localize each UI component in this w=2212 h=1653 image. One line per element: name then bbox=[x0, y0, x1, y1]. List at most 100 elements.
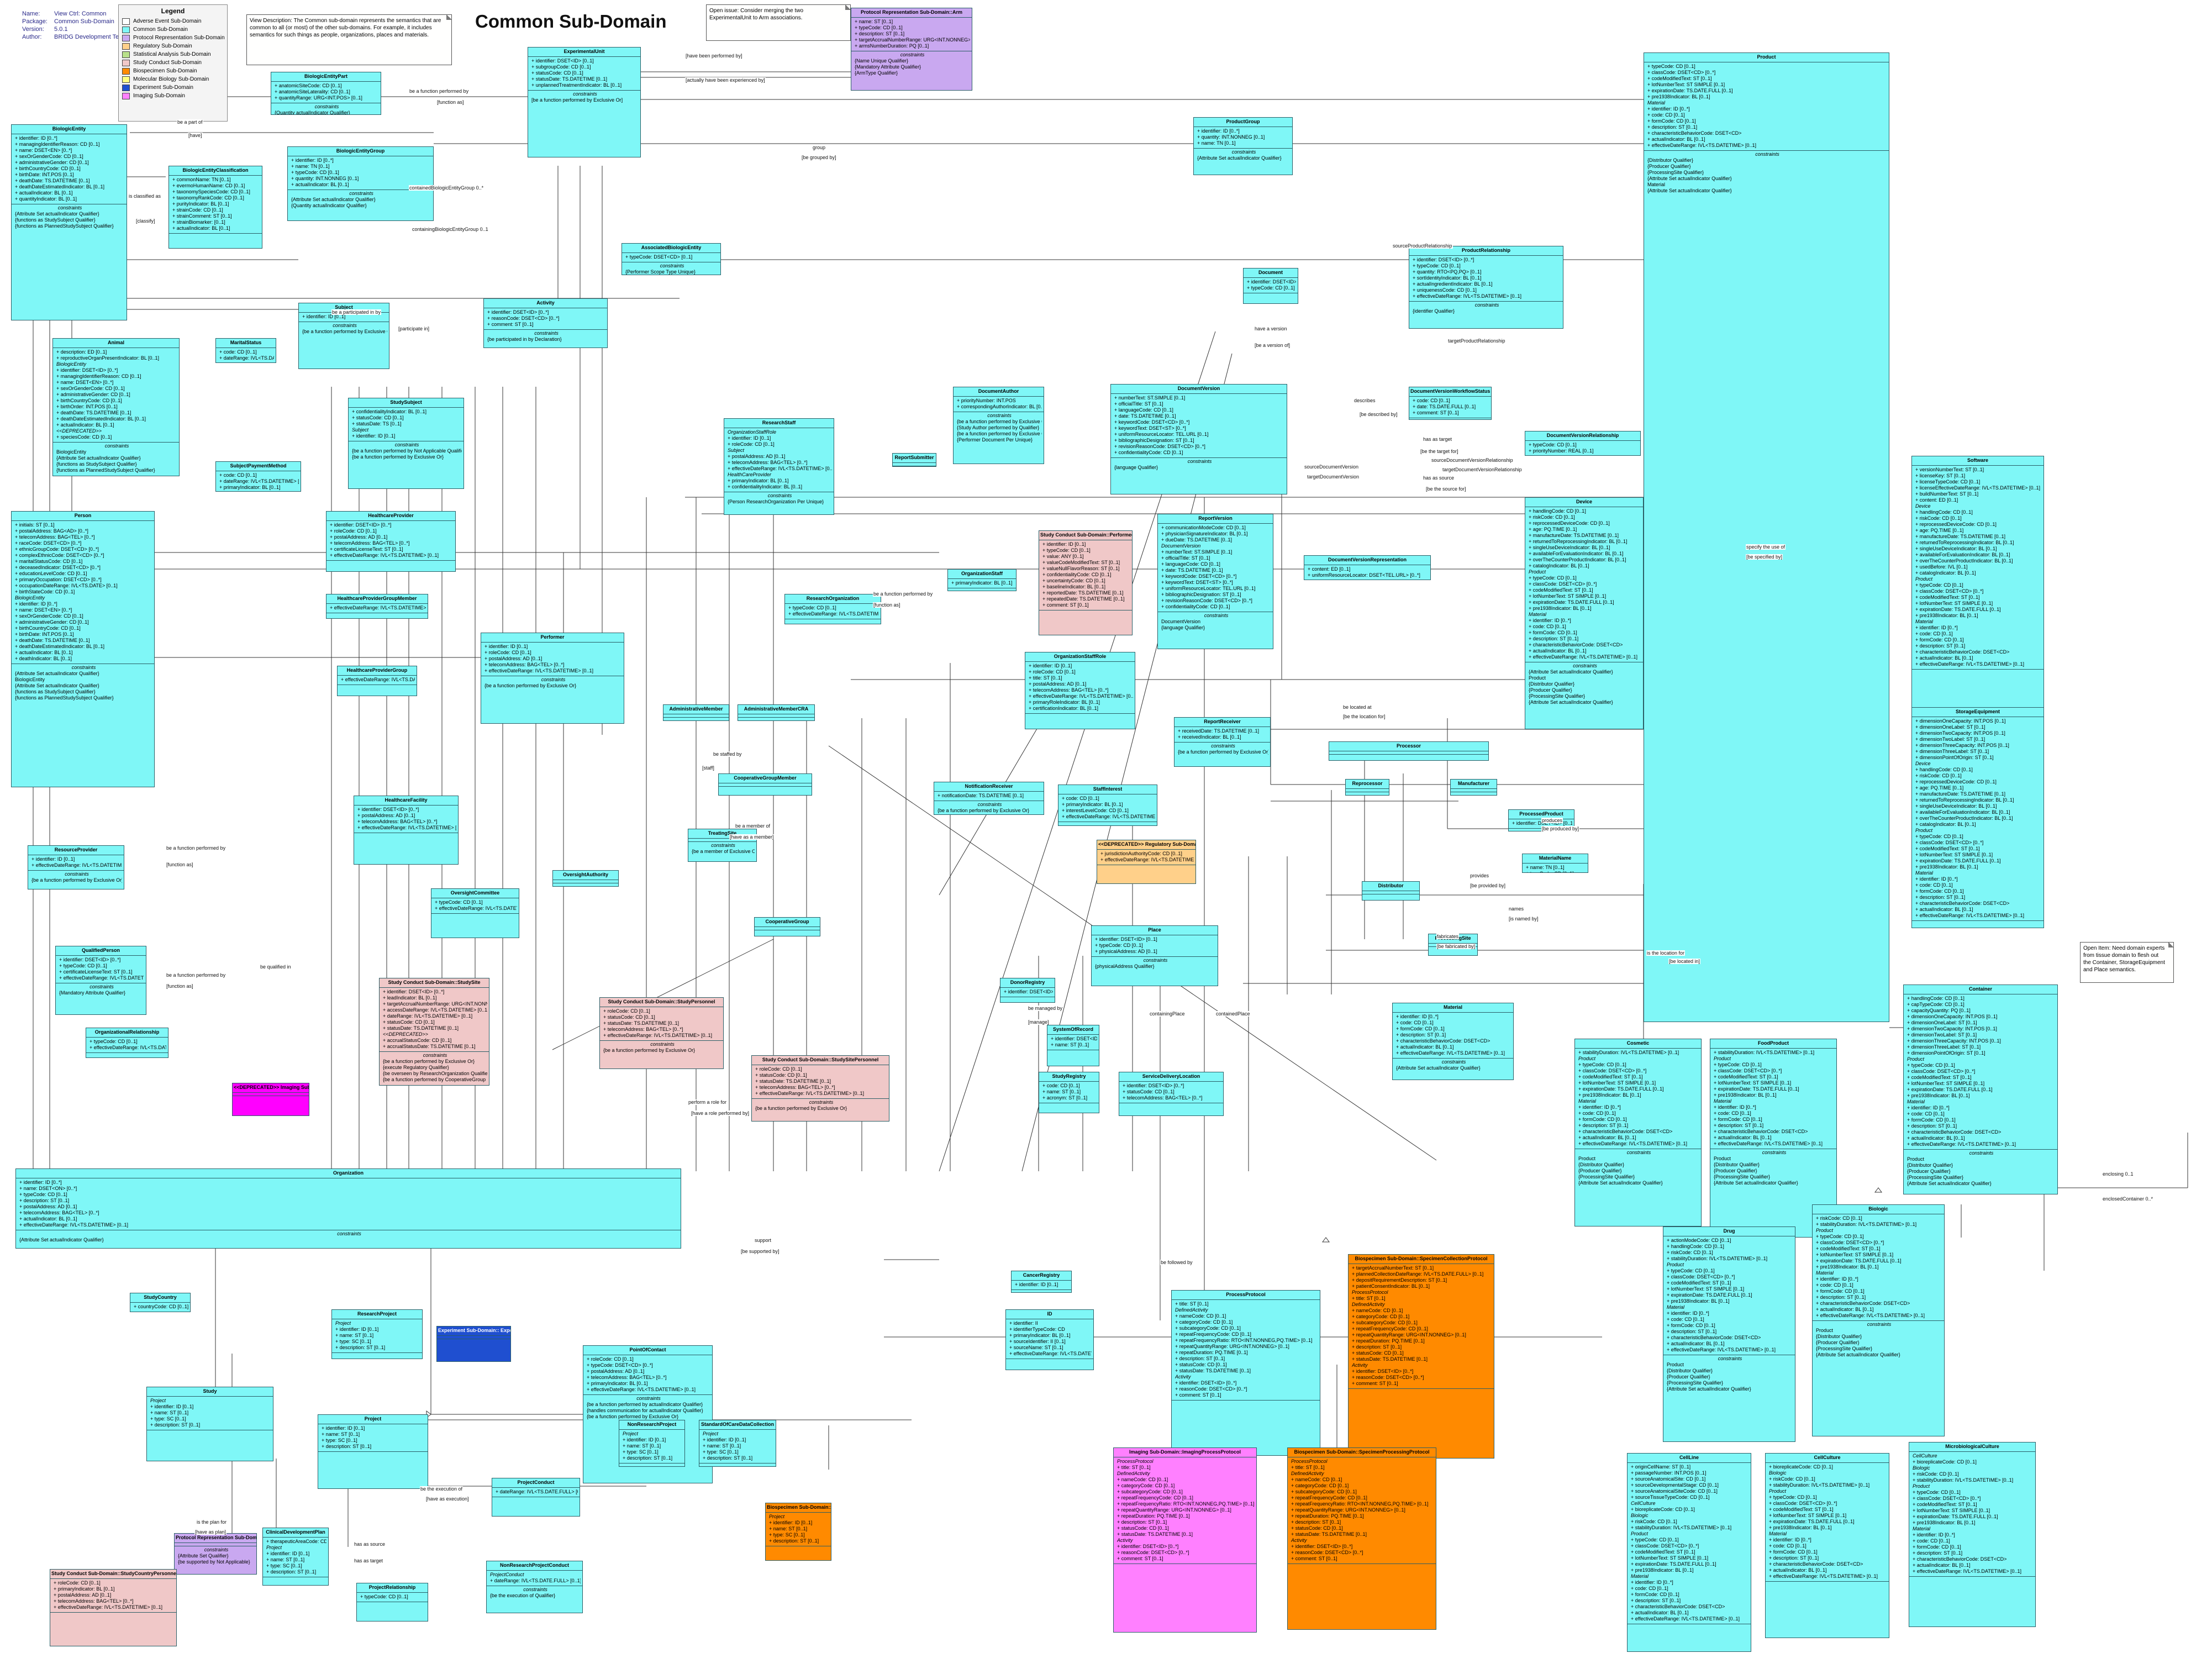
class-place[interactable]: Place+ identifier: DSET<ID> [0..1]+ type… bbox=[1091, 925, 1218, 986]
class-cellline[interactable]: CellLine+ originCellName: ST [0..1]+ pas… bbox=[1627, 1453, 1751, 1652]
class-administrativemember[interactable]: AdministrativeMember bbox=[663, 704, 729, 721]
association-label: containedBiologicEntityGroup 0..* bbox=[409, 185, 484, 191]
class-productrelationship[interactable]: ProductRelationship+ identifier: DSET<ID… bbox=[1409, 246, 1563, 329]
class-biospecimen-sub-domain-specimenprocessing[interactable]: Biospecimen Sub-Domain::SpecimenProcessi… bbox=[765, 1503, 831, 1561]
class-biologic[interactable]: Biologic+ riskCode: CD [0..1]+ stability… bbox=[1812, 1204, 1945, 1436]
class-product[interactable]: Product+ typeCode: CD [0..1]+ classCode:… bbox=[1644, 52, 1889, 1022]
class-person[interactable]: Person+ initials: ST [0..1]+ postalAddre… bbox=[11, 511, 155, 787]
class-maritalstatus[interactable]: MaritalStatus+ code: CD [0..1]+ dateRang… bbox=[215, 338, 276, 363]
class-regulatory-sub-domain-regulatoryauthority[interactable]: <<DEPRECATED>> Regulatory Sub-Domain::Re… bbox=[1097, 840, 1196, 884]
class-reportsubmitter[interactable]: ReportSubmitter bbox=[892, 453, 936, 467]
class-reprocessor[interactable]: Reprocessor bbox=[1345, 779, 1389, 796]
class-healthcareprovider[interactable]: HealthcareProvider+ identifier: DSET<ID>… bbox=[326, 511, 456, 572]
class-resourceprovider[interactable]: ResourceProvider+ identifier: ID [0..1]+… bbox=[28, 845, 124, 889]
class-qualifiedperson[interactable]: QualifiedPerson+ identifier: DSET<ID> [0… bbox=[55, 946, 146, 1015]
class-cellculture[interactable]: CellCulture+ bioreplicateCode: CD [0..1]… bbox=[1765, 1453, 1889, 1638]
class-notificationreceiver[interactable]: NotificationReceiver+ notificationDate: … bbox=[934, 782, 1044, 815]
class-systemofrecord[interactable]: SystemOfRecord+ identifier: DSET<ID> [0.… bbox=[1047, 1025, 1099, 1066]
class-studycountry[interactable]: StudyCountry+ countryCode: CD [0..1] bbox=[130, 1293, 191, 1312]
class-studysubject[interactable]: StudySubject+ confidentialityIndicator: … bbox=[348, 398, 464, 489]
class-cancerregistry[interactable]: CancerRegistry+ identifier: ID [0..1] bbox=[1011, 1271, 1072, 1293]
class-container[interactable]: Container+ handlingCode: CD [0..1]+ capT… bbox=[1903, 985, 2058, 1194]
class-studyregistry[interactable]: StudyRegistry+ code: CD [0..1]+ name: ST… bbox=[1039, 1072, 1099, 1113]
class-attribute: + identifier: ID [0..*] bbox=[1529, 618, 1571, 623]
class-cosmetic[interactable]: Cosmetic+ stabilityDuration: IVL<TS.DATE… bbox=[1574, 1039, 1702, 1226]
class-cooperativegroup[interactable]: CooperativeGroup bbox=[754, 917, 820, 936]
class-study-conduct-sub-domain-studycountrypersonnel[interactable]: Study Conduct Sub-Domain::StudyCountryPe… bbox=[50, 1569, 177, 1646]
class-productgroup[interactable]: ProductGroup+ identifier: ID [0..*]+ qua… bbox=[1193, 117, 1293, 175]
class-processor[interactable]: Processor bbox=[1329, 741, 1489, 761]
class-healthcareprovidergroup[interactable]: HealthcareProviderGroup+ effectiveDateRa… bbox=[337, 666, 417, 696]
class-healthcarefacility[interactable]: HealthcareFacility+ identifier: DSET<ID>… bbox=[354, 796, 459, 865]
class-biologicentityclassification[interactable]: BiologicEntityClassification+ commonName… bbox=[168, 166, 262, 249]
class-animal[interactable]: Animal+ description: ED [0..1]+ reproduc… bbox=[52, 338, 180, 476]
class-documentversion[interactable]: DocumentVersion+ numberText: ST.SIMPLE [… bbox=[1110, 384, 1287, 494]
class-organization[interactable]: Organization+ identifier: ID [0..*]+ nam… bbox=[15, 1168, 681, 1249]
class-performer[interactable]: Performer+ identifier: ID [0..1]+ roleCo… bbox=[481, 633, 624, 724]
class-organizationstaff[interactable]: OrganizationStaff+ primaryIndicator: BL … bbox=[947, 569, 1017, 591]
class-biologicentitypart[interactable]: BiologicEntityPart+ anatomicSiteCode: CD… bbox=[271, 72, 381, 115]
class-materialname[interactable]: MaterialName+ name: TN [0..1]+ typeCode:… bbox=[1522, 854, 1588, 873]
class-attributes: + identifier: DSET<ID> [0..*]+ typeCode:… bbox=[56, 956, 146, 983]
class-biospecimen-sub-domain-specimenprocessingprotocol[interactable]: Biospecimen Sub-Domain::SpecimenProcessi… bbox=[1287, 1447, 1436, 1630]
class-staffinterest[interactable]: StaffInterest+ code: CD [0..1]+ primaryI… bbox=[1058, 785, 1157, 826]
class-processprotocol[interactable]: ProcessProtocol+ title: ST [0..1]Defined… bbox=[1171, 1290, 1320, 1456]
class-donorregistry[interactable]: DonorRegistry+ identifier: DSET<ID> [0..… bbox=[1000, 978, 1055, 1003]
class-oversightauthority[interactable]: OversightAuthority bbox=[552, 870, 619, 887]
class-documentversionrepresentation[interactable]: DocumentVersionRepresentation+ content: … bbox=[1304, 555, 1431, 580]
class-study-conduct-sub-domain-performedobservationresult[interactable]: Study Conduct Sub-Domain::PerformedObser… bbox=[1039, 530, 1133, 635]
class-servicedeliverylocation[interactable]: ServiceDeliveryLocation+ identifier: DSE… bbox=[1119, 1072, 1224, 1116]
class-study-conduct-sub-domain-studysite[interactable]: Study Conduct Sub-Domain::StudySite+ ide… bbox=[379, 978, 489, 1086]
class-study-conduct-sub-domain-studypersonnel[interactable]: Study Conduct Sub-Domain::StudyPersonnel… bbox=[599, 997, 724, 1069]
class-attributes: + priorityNumber: INT.POS+ corresponding… bbox=[954, 397, 1044, 412]
class-researchorganization[interactable]: ResearchOrganization+ typeCode: CD [0..1… bbox=[784, 594, 881, 624]
class-documentauthor[interactable]: DocumentAuthor+ priorityNumber: INT.POS+… bbox=[953, 387, 1044, 464]
class-reportversion[interactable]: ReportVersion+ communicationModeCode: CD… bbox=[1157, 514, 1273, 649]
class-documentversionrelationship[interactable]: DocumentVersionRelationship+ typeCode: C… bbox=[1525, 431, 1641, 456]
class-device[interactable]: Device+ handlingCode: CD [0..1]+ riskCod… bbox=[1525, 497, 1644, 729]
class-documentversionworkflowstatus[interactable]: DocumentVersionWorkflowStatus+ code: CD … bbox=[1409, 387, 1492, 420]
class-study-conduct-sub-domain-studysitepersonnel[interactable]: Study Conduct Sub-Domain::StudySitePerso… bbox=[751, 1055, 889, 1122]
class-experimentalunit[interactable]: ExperimentalUnit+ identifier: DSET<ID> [… bbox=[528, 47, 641, 157]
class-subjectpaymentmethod[interactable]: SubjectPaymentMethod+ code: CD [0..1]+ d… bbox=[215, 461, 301, 492]
class-clinicaldevelopmentplan[interactable]: ClinicalDevelopmentPlan+ therapeuticArea… bbox=[262, 1528, 329, 1586]
class-id[interactable]: ID+ identifier: II+ identifierTypeCode: … bbox=[1005, 1309, 1094, 1370]
class-administrativemembercra[interactable]: AdministrativeMemberCRA bbox=[738, 704, 815, 721]
class-material[interactable]: Material+ identifier: ID [0..*]+ code: C… bbox=[1392, 1003, 1514, 1080]
class-experiment-sub-domain-experiment[interactable]: Experiment Sub-Domain:: Experiment bbox=[436, 1326, 511, 1362]
class-attribute: + lotNumberText: ST SIMPLE [0..1] bbox=[1915, 852, 1993, 857]
class-projectconduct[interactable]: ProjectConduct+ dateRange: IVL<TS.DATE.F… bbox=[492, 1478, 580, 1517]
class-document[interactable]: Document+ identifier: DSET<ID> [1..*]+ t… bbox=[1243, 268, 1298, 304]
class-attribute: + typeCode: CD [0..1] bbox=[855, 25, 903, 30]
class-protocol-representation-sub-domain-arm[interactable]: Protocol Representation Sub-Domain::Arm+… bbox=[851, 8, 972, 91]
class-cooperativegroupmember[interactable]: CooperativeGroupMember bbox=[718, 773, 812, 796]
class-projectrelationship[interactable]: ProjectRelationship+ typeCode: CD [0..1] bbox=[356, 1583, 428, 1622]
class-reportreceiver[interactable]: ReportReceiver+ receivedDate: TS.DATETIM… bbox=[1174, 717, 1271, 767]
class-biologicentitygroup[interactable]: BiologicEntityGroup+ identifier: ID [0..… bbox=[287, 146, 434, 221]
class-distributor[interactable]: Distributor bbox=[1362, 881, 1420, 901]
class-protocol-representation-sub-domain-studyprotocol[interactable]: Protocol Representation Sub-Domain::Stud… bbox=[174, 1533, 257, 1575]
class-imaging-sub-domain-imagingprocessprotocol[interactable]: Imaging Sub-Domain::ImagingProcessProtoc… bbox=[1113, 1447, 1257, 1633]
class-activity[interactable]: Activity+ identifier: DSET<ID> [0..*]+ r… bbox=[483, 298, 608, 348]
class-storageequipment[interactable]: StorageEquipment+ dimensionOneCapacity: … bbox=[1911, 707, 2044, 928]
class-biologicentity[interactable]: BiologicEntity+ identifier: ID [0..*]+ m… bbox=[11, 124, 127, 320]
class-organizationstaffrole[interactable]: OrganizationStaffRole+ identifier: ID [0… bbox=[1025, 652, 1135, 729]
class-organizationalrelationship[interactable]: OrganizationalRelationship+ typeCode: CD… bbox=[86, 1028, 168, 1058]
class-manufacturer[interactable]: Manufacturer bbox=[1450, 779, 1497, 796]
class-associatedbiologicentity[interactable]: AssociatedBiologicEntity+ typeCode: DSET… bbox=[622, 243, 721, 275]
class-imaging-sub-domain-imagingdevice[interactable]: <<DEPRECATED>> Imaging Sub-Domain::Imagi… bbox=[232, 1083, 309, 1116]
class-healthcareprovidergroupmember[interactable]: HealthcareProviderGroupMember+ effective… bbox=[326, 594, 428, 619]
class-biospecimen-sub-domain-specimencollectionprotocol[interactable]: Biospecimen Sub-Domain::SpecimenCollecti… bbox=[1348, 1254, 1494, 1459]
class-drug[interactable]: Drug+ actionModeCode: CD [0..1]+ handlin… bbox=[1663, 1226, 1795, 1442]
class-attributes: + identifier: DSET<ID> [0..*]+ typeCode:… bbox=[1409, 256, 1563, 302]
class-project[interactable]: Project+ identifier: ID [0..1]+ name: ST… bbox=[318, 1414, 428, 1489]
class-oversightcommittee[interactable]: OversightCommittee+ typeCode: CD [0..1]+… bbox=[431, 888, 519, 938]
